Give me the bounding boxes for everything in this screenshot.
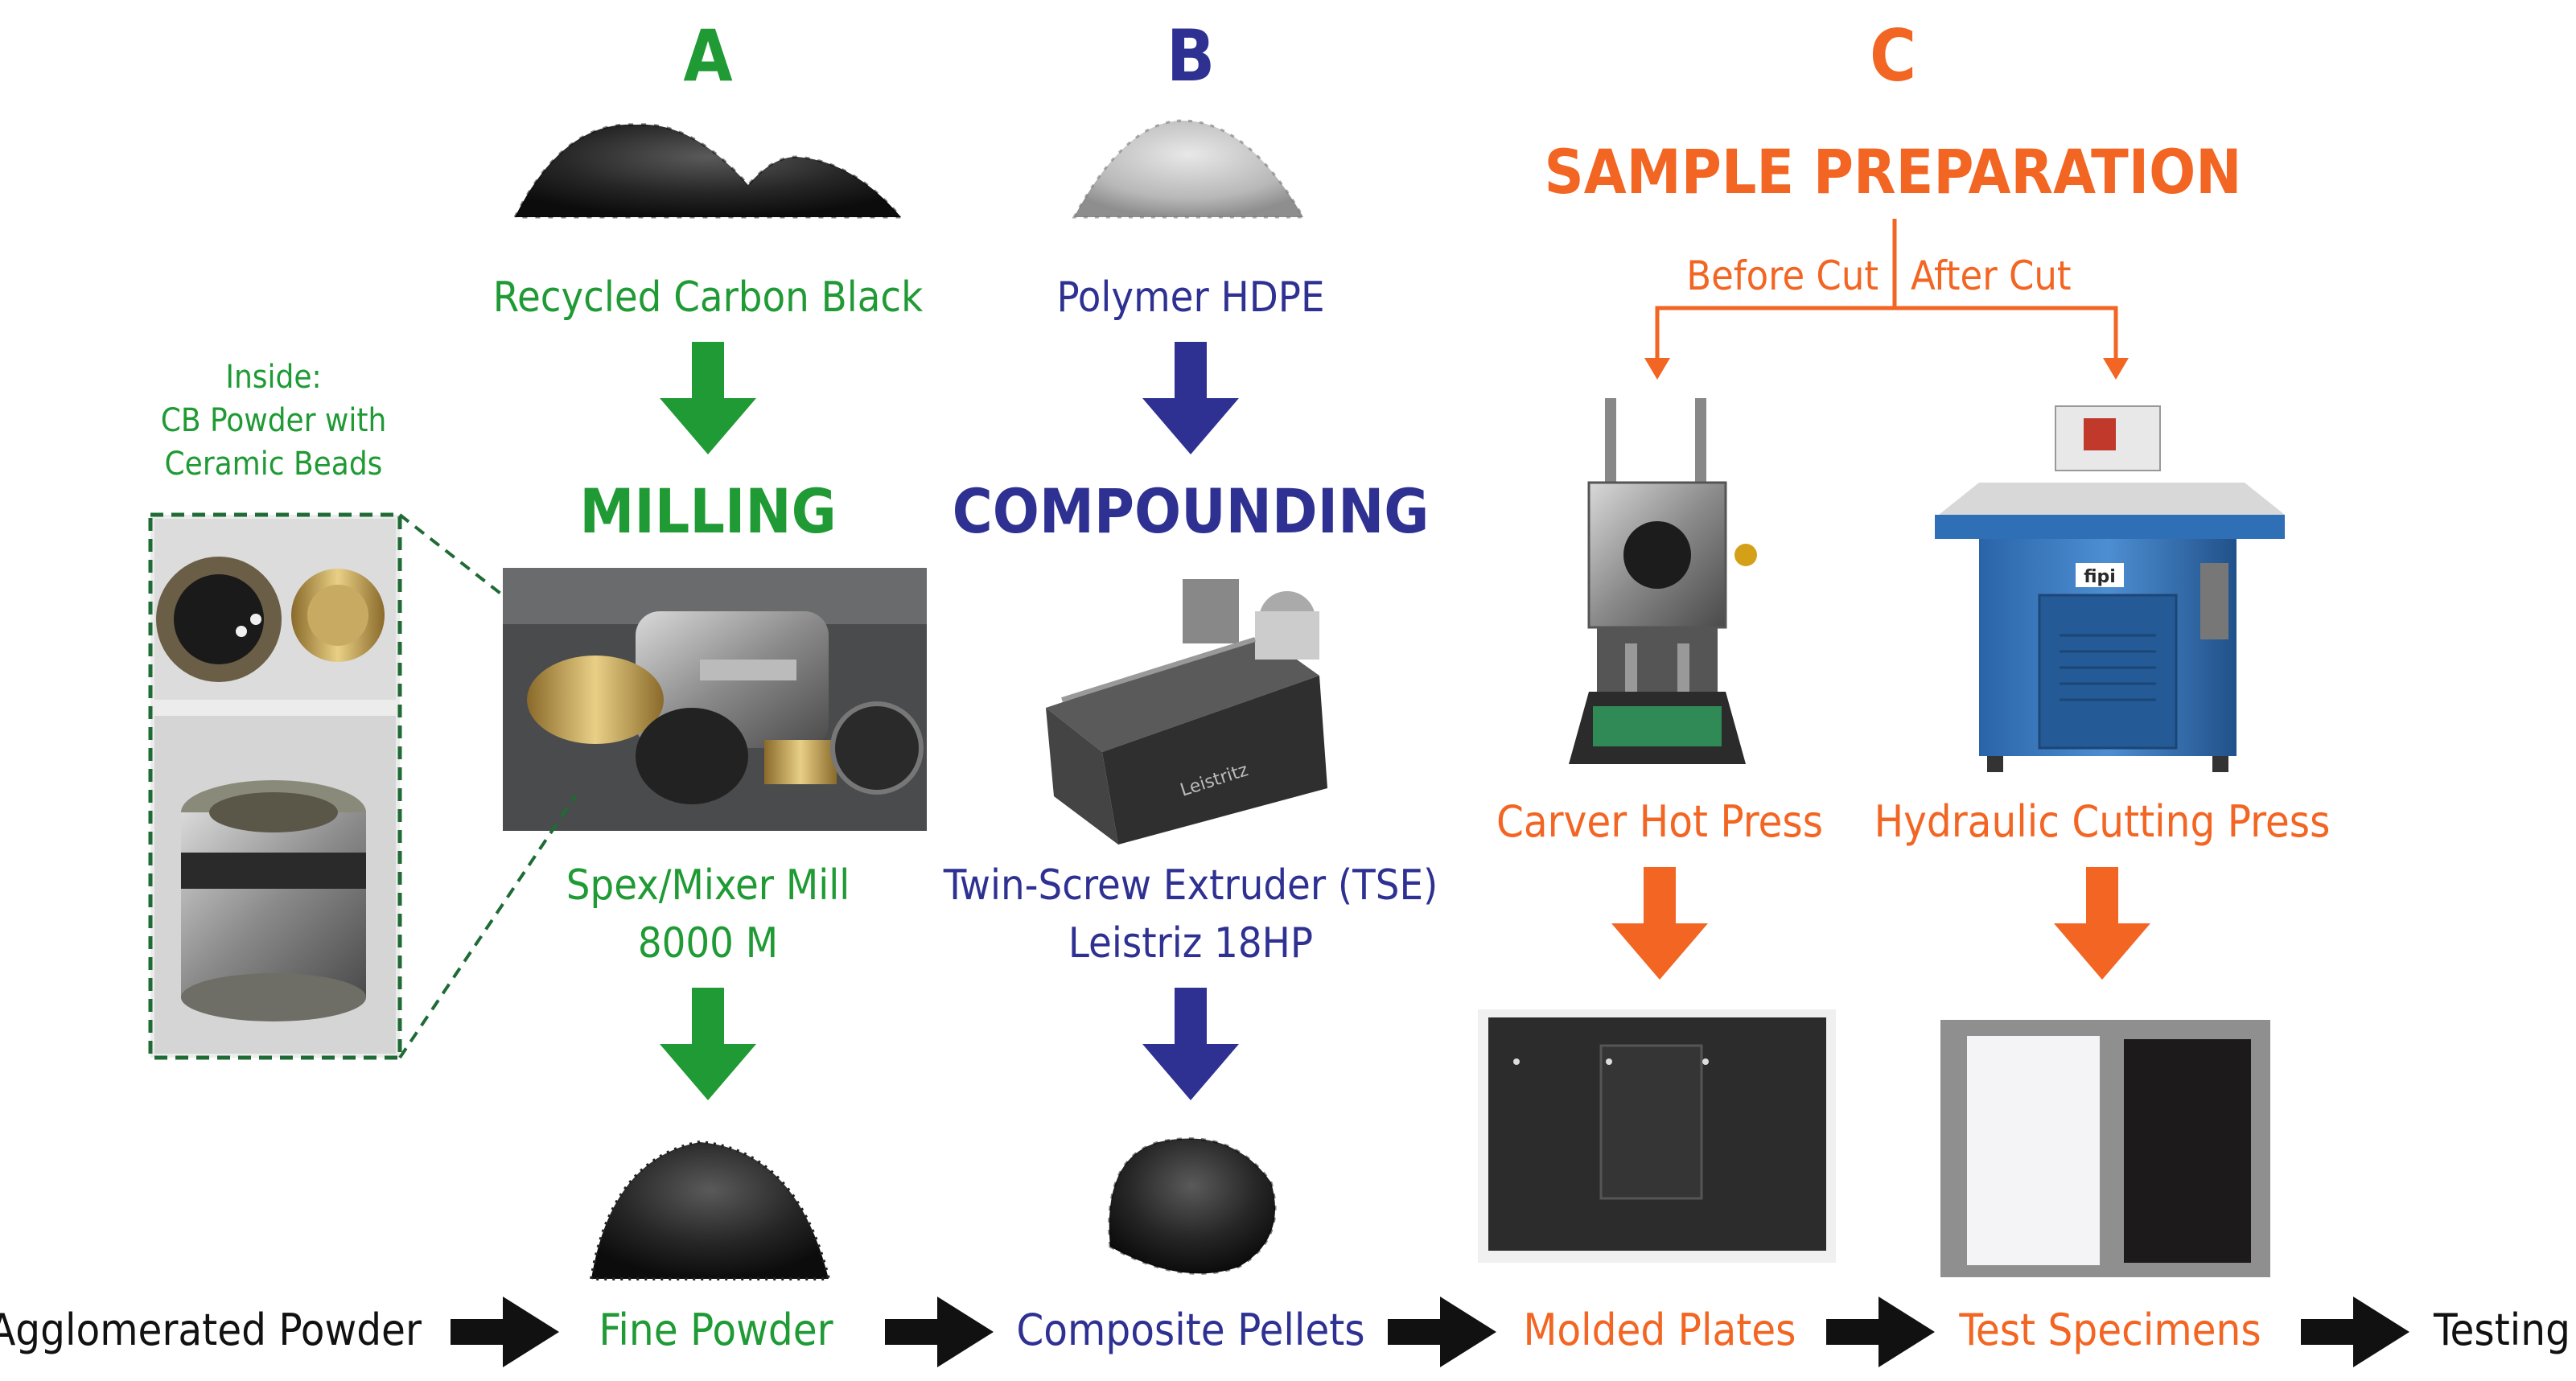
arrow-right-icon	[451, 1297, 559, 1367]
inset-connector-line	[398, 513, 504, 597]
column-b-process: COMPOUNDING	[953, 475, 1430, 547]
arrow-right-icon	[885, 1297, 994, 1367]
arrow-down-icon	[660, 342, 756, 454]
twin-screw-extruder-image: Leistritz	[1046, 579, 1327, 845]
arrow-right-icon	[2301, 1297, 2409, 1367]
hydraulic-cutting-press-label: Hydraulic Cutting Press	[1874, 796, 2331, 847]
flow-step-testing: Testing	[2433, 1305, 2570, 1355]
arrow-right-icon	[1388, 1297, 1496, 1367]
column-b-equipment-line1: Twin-Screw Extruder (TSE)	[943, 861, 1438, 910]
test-specimens-image	[1940, 1020, 2270, 1277]
column-b-material: Polymer HDPE	[1056, 273, 1324, 322]
arrow-head-icon	[1644, 358, 1670, 380]
fine-powder-image	[589, 1140, 831, 1280]
column-c-letter: C	[1870, 14, 1916, 97]
arrow-down-icon	[1142, 342, 1239, 454]
column-a-process: MILLING	[579, 475, 836, 547]
spex-mixer-mill-image	[503, 568, 927, 831]
inset-label-line2: CB Powder with	[161, 402, 387, 439]
arrow-down-icon	[2054, 867, 2150, 980]
column-a-material: Recycled Carbon Black	[493, 273, 923, 322]
inset-connector-line	[398, 795, 577, 1059]
hydraulic-cutting-press-image: fipi	[1935, 405, 2285, 772]
arrow-down-icon	[660, 988, 756, 1100]
carver-hot-press-label: Carver Hot Press	[1496, 796, 1823, 847]
branch-after-cut: After Cut	[1911, 253, 2072, 299]
flow-step-molded-plates: Molded Plates	[1524, 1305, 1796, 1355]
arrow-down-icon	[1611, 867, 1708, 980]
flow-step-fine-powder: Fine Powder	[599, 1305, 833, 1355]
svg-text:fipi: fipi	[2084, 567, 2116, 587]
arrow-head-icon	[2103, 358, 2129, 380]
carver-hot-press-image	[1569, 398, 1757, 764]
flow-step-agglomerated-powder: Agglomerated Powder	[0, 1305, 422, 1355]
inset-vial-image	[148, 512, 402, 1060]
branch-connector	[1655, 219, 2118, 366]
branch-before-cut: Before Cut	[1686, 253, 1879, 299]
inset-label-line1: Inside:	[225, 359, 321, 396]
flow-step-composite-pellets: Composite Pellets	[1016, 1305, 1364, 1355]
molded-plates-image	[1478, 1009, 1836, 1263]
composite-pellets-image	[1108, 1137, 1277, 1275]
flow-step-test-specimens: Test Specimens	[1958, 1305, 2261, 1355]
column-a-equipment-line2: 8000 M	[638, 919, 778, 968]
column-a-letter: A	[683, 14, 732, 97]
recycled-carbon-black-image	[512, 123, 904, 219]
column-b-equipment-line2: Leistriz 18HP	[1068, 919, 1313, 968]
inset-label-line3: Ceramic Beads	[165, 446, 383, 483]
column-a-equipment-line1: Spex/Mixer Mill	[566, 861, 850, 910]
arrow-right-icon	[1826, 1297, 1935, 1367]
arrow-down-icon	[1142, 988, 1239, 1100]
column-c-process: SAMPLE PREPARATION	[1545, 136, 2242, 208]
column-b-letter: B	[1167, 14, 1215, 97]
polymer-hdpe-image	[1072, 119, 1306, 219]
